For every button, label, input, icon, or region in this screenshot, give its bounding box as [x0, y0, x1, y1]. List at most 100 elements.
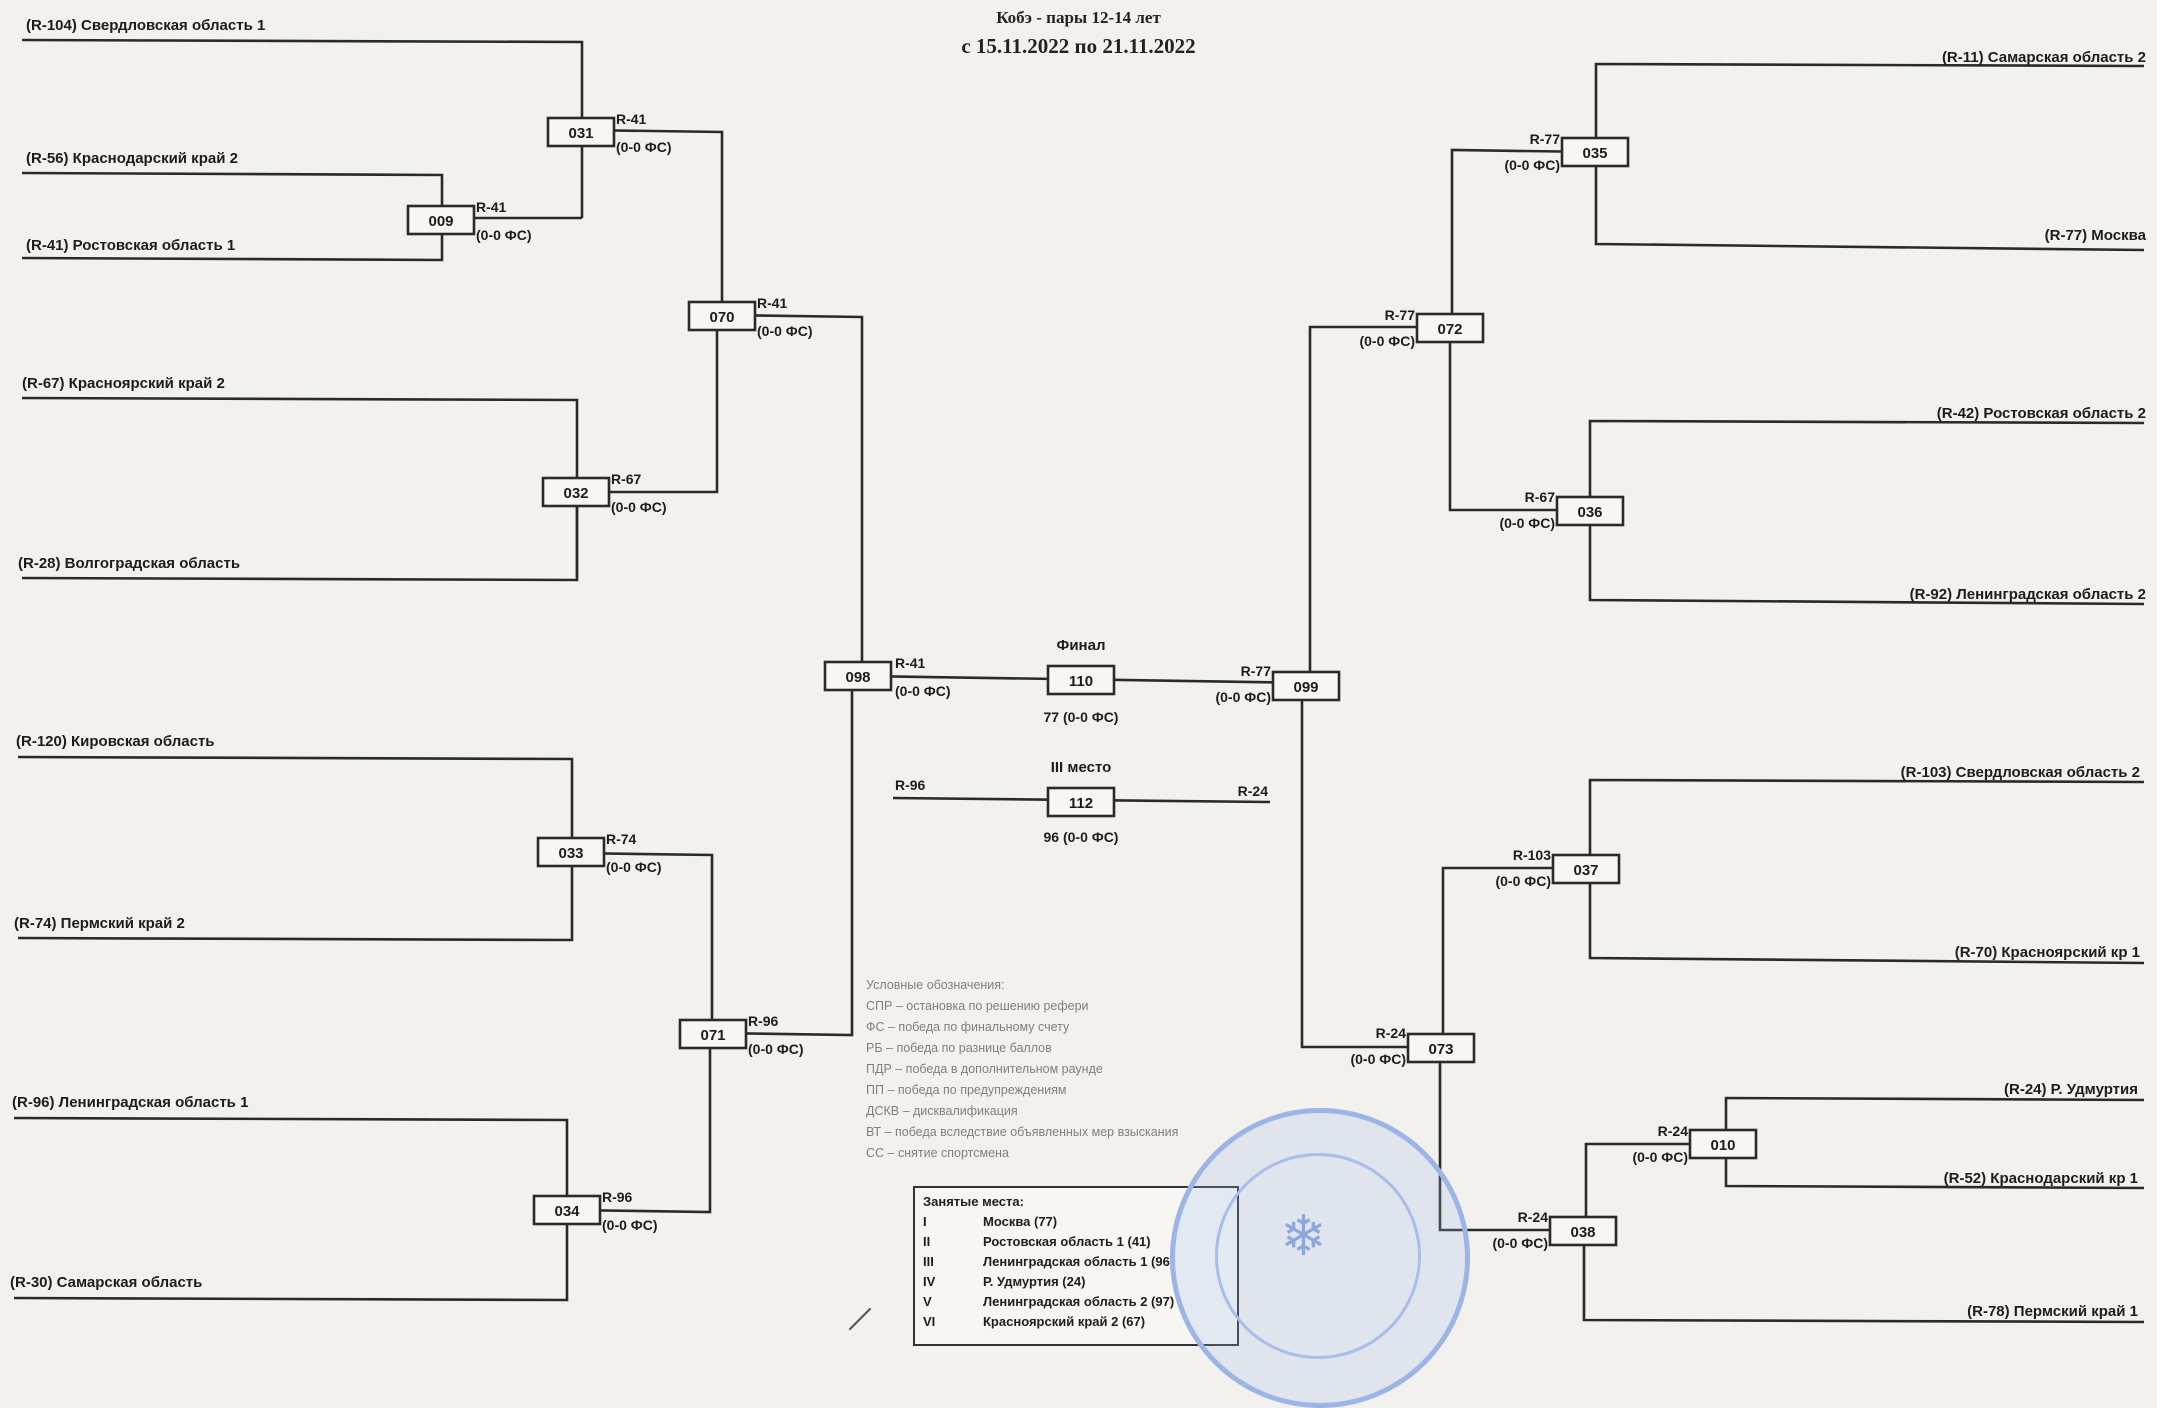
participant-name: (R-11) Самарская область 2 — [1942, 49, 2146, 66]
match-number: 037 — [1573, 862, 1598, 879]
legend-item: ФС – победа по финальному счету — [866, 1020, 1070, 1034]
place-rank: III — [923, 1254, 934, 1269]
legend-item: ВТ – победа вследствие объявленных мер в… — [866, 1125, 1179, 1139]
bracket-lines — [13, 38, 2145, 1324]
final-match: Финал 110 77 (0-0 ФС) — [1044, 637, 1119, 725]
match-result: (0-0 ФС) — [611, 499, 667, 515]
match-winner: R-41 — [757, 295, 788, 311]
match-winner: R-41 — [476, 199, 507, 215]
match-071: 071 R-96 (0-0 ФС) — [678, 1013, 804, 1057]
match-035: 035 R-77 (0-0 ФС) — [1504, 131, 1630, 173]
third-place-result: 96 (0-0 ФС) — [1044, 829, 1119, 845]
places-row: III Ленинградская область 1 (96) — [923, 1252, 1229, 1272]
third-place-number: 112 — [1069, 795, 1093, 812]
match-result: (0-0 ФС) — [895, 683, 951, 699]
match-result: (0-0 ФС) — [476, 227, 532, 243]
third-place-right: R-24 — [1238, 783, 1269, 799]
participant-name: (R-30) Самарская область — [10, 1274, 202, 1291]
third-place-label: III место — [1051, 759, 1112, 776]
participant-name: (R-56) Краснодарский край 2 — [26, 150, 238, 167]
match-winner: R-24 — [1376, 1025, 1407, 1041]
match-number: 038 — [1570, 1224, 1595, 1241]
match-number: 032 — [563, 485, 588, 502]
official-stamp: ❄ — [1170, 1108, 1470, 1408]
match-031: 031 R-41 (0-0 ФС) — [546, 111, 672, 155]
legend-item: СПР – остановка по решению рефери — [866, 999, 1089, 1013]
match-number: 036 — [1577, 504, 1602, 521]
match-number: 070 — [709, 309, 734, 326]
match-result: (0-0 ФС) — [1495, 873, 1551, 889]
participant-name: (R-74) Пермский край 2 — [14, 915, 185, 932]
place-rank: V — [923, 1294, 932, 1309]
place-team: Р. Удмуртия (24) — [983, 1274, 1086, 1289]
match-result: (0-0 ФС) — [1504, 157, 1560, 173]
match-result: (0-0 ФС) — [1499, 515, 1555, 531]
match-winner: R-96 — [602, 1189, 633, 1205]
tournament-dates: с 15.11.2022 по 21.11.2022 — [961, 34, 1196, 58]
match-result: (0-0 ФС) — [1215, 689, 1271, 705]
match-010: 010 R-24 (0-0 ФС) — [1632, 1123, 1758, 1165]
participant-name: (R-41) Ростовская область 1 — [26, 237, 235, 254]
participant-name: (R-24) Р. Удмуртия — [2004, 1081, 2138, 1098]
match-result: (0-0 ФС) — [1359, 333, 1415, 349]
match-winner: R-67 — [611, 471, 642, 487]
match-result: (0-0 ФС) — [606, 859, 662, 875]
match-result: (0-0 ФС) — [1350, 1051, 1406, 1067]
legend-item: ПДР – победа в дополнительном раунде — [866, 1062, 1103, 1076]
match-072: 072 R-77 (0-0 ФС) — [1359, 307, 1485, 349]
match-number: 098 — [845, 669, 870, 686]
match-038: 038 R-24 (0-0 ФС) — [1492, 1209, 1618, 1251]
final-number: 110 — [1069, 673, 1093, 690]
participant-name: (R-104) Свердловская область 1 — [26, 17, 265, 34]
tournament-bracket: (R-104) Свердловская область 1 (R-56) Кр… — [10, 17, 2147, 1324]
place-team: Ленинградская область 1 (96) — [983, 1254, 1175, 1269]
match-number: 033 — [558, 845, 583, 862]
participant-name: (R-28) Волгоградская область — [18, 555, 240, 572]
participant-name: (R-70) Красноярский кр 1 — [1955, 944, 2140, 961]
match-winner: R-41 — [616, 111, 647, 127]
match-number: 072 — [1437, 321, 1462, 338]
participant-name: (R-103) Свердловская область 2 — [1901, 764, 2140, 781]
match-result: (0-0 ФС) — [616, 139, 672, 155]
match-result: (0-0 ФС) — [757, 323, 813, 339]
place-rank: VI — [923, 1314, 936, 1329]
match-number: 009 — [428, 213, 453, 230]
third-place-left: R-96 — [895, 777, 926, 793]
match-number: 073 — [1428, 1041, 1453, 1058]
participant-name: (R-67) Красноярский край 2 — [22, 375, 225, 392]
participant-name: (R-92) Ленинградская область 2 — [1910, 586, 2146, 603]
page-subtitle: Кобэ - пары 12-14 лет — [996, 8, 1161, 27]
place-rank: I — [923, 1214, 927, 1229]
match-033: 033 R-74 (0-0 ФС) — [536, 831, 662, 875]
match-result: (0-0 ФС) — [1632, 1149, 1688, 1165]
match-036: 036 R-67 (0-0 ФС) — [1499, 489, 1625, 531]
participant-labels: (R-104) Свердловская область 1 (R-56) Кр… — [10, 17, 2147, 1320]
match-winner: R-96 — [748, 1013, 779, 1029]
place-rank: II — [923, 1234, 931, 1249]
match-result: (0-0 ФС) — [602, 1217, 658, 1233]
legend-item: СС – снятие спортсмена — [866, 1146, 1009, 1160]
participant-name: (R-78) Пермский край 1 — [1967, 1303, 2138, 1320]
legend: Условные обозначения: СПР – остановка по… — [866, 975, 1306, 1164]
match-winner: R-24 — [1518, 1209, 1549, 1225]
match-073: 073 R-24 (0-0 ФС) — [1350, 1025, 1476, 1067]
match-winner: R-41 — [895, 655, 926, 671]
match-winner: R-77 — [1241, 663, 1272, 679]
final-label: Финал — [1057, 637, 1106, 654]
participant-name: (R-96) Ленинградская область 1 — [12, 1094, 248, 1111]
match-number: 099 — [1293, 679, 1318, 696]
match-winner: R-103 — [1513, 847, 1551, 863]
match-070: 070 R-41 (0-0 ФС) — [687, 295, 813, 339]
match-034: 034 R-96 (0-0 ФС) — [532, 1189, 658, 1233]
match-098: 098 R-41 (0-0 ФС) — [823, 655, 951, 699]
match-winner: R-74 — [606, 831, 637, 847]
match-winner: R-77 — [1530, 131, 1561, 147]
legend-item: ДСКВ – дисквалификация — [866, 1104, 1018, 1118]
match-result: (0-0 ФС) — [748, 1041, 804, 1057]
final-result: 77 (0-0 ФС) — [1044, 709, 1119, 725]
emblem-icon: ❄ — [1280, 1204, 1327, 1267]
place-team: Ростовская область 1 (41) — [983, 1234, 1151, 1249]
match-number: 035 — [1582, 145, 1607, 162]
